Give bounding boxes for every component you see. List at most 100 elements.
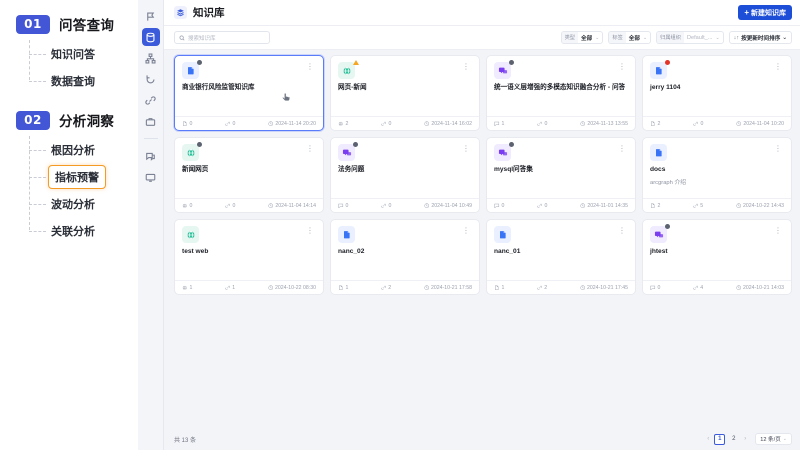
flow-connector — [29, 203, 46, 205]
card-updated-time: 2024-11-01 14:35 — [580, 203, 628, 209]
clock-icon — [735, 285, 741, 290]
flow-item-label: 根因分析 — [51, 144, 95, 157]
chat-icon[interactable] — [142, 147, 160, 165]
qa-icon — [338, 144, 355, 161]
card-doc-count-value: 0 — [657, 284, 661, 291]
card-doc-count: 0 — [338, 203, 348, 209]
page-button-2[interactable]: 2 — [732, 436, 736, 442]
card-doc-count: 0 — [494, 203, 504, 209]
flow-item-label: 波动分析 — [51, 198, 95, 211]
status-badge — [665, 60, 670, 65]
monitor-icon[interactable] — [142, 168, 160, 186]
search-input[interactable]: 搜索知识库 — [174, 31, 270, 44]
flow-spine — [29, 40, 30, 80]
next-page-button[interactable]: › — [744, 436, 747, 442]
card-updated-time: 2024-10-22 14:43 — [735, 203, 784, 209]
flow-item-correlation-analysis[interactable]: 关联分析 — [29, 217, 138, 244]
flow-item-fluctuation-analysis[interactable]: 波动分析 — [29, 190, 138, 217]
card-doc-count: 0 — [650, 285, 660, 291]
filter-organization[interactable]: 归属组织 Default_... ⌄ — [656, 31, 724, 44]
card-doc-count-value: 1 — [345, 284, 349, 291]
step-title: 分析洞察 — [59, 114, 115, 129]
page-size-selector[interactable]: 12 条/页 ⌄ — [755, 433, 792, 445]
card-icon-wrap — [650, 224, 670, 243]
card-updated-time: 2024-10-22 08:30 — [267, 284, 316, 291]
sort-selector[interactable]: ↓↑ 按更新时间排序 ⌄ — [728, 31, 792, 44]
flow-connector — [29, 149, 46, 151]
filter-type[interactable]: 类型 全部 ⌄ — [560, 31, 604, 44]
flag-icon[interactable] — [142, 7, 160, 25]
knowledge-base-icon — [174, 6, 187, 19]
card-icon-wrap — [494, 60, 514, 79]
card-menu-button[interactable]: ⋮ — [462, 226, 470, 235]
card-icon-wrap — [338, 62, 355, 79]
filter-tag-value: 全部 — [628, 35, 640, 42]
card-link-count: 0 — [225, 121, 235, 127]
card-menu-button[interactable]: ⋮ — [618, 62, 626, 71]
card-menu-button[interactable]: ⋮ — [774, 144, 782, 153]
card-title: docs — [650, 166, 666, 173]
card-header: ⋮ — [338, 62, 472, 79]
flow-item-root-cause-analysis[interactable]: 根因分析 — [29, 136, 138, 163]
filter-tag[interactable]: 标签 全部 ⌄ — [608, 31, 652, 44]
page-button-1[interactable]: 1 — [714, 433, 726, 445]
card-menu-button[interactable]: ⋮ — [618, 144, 626, 153]
card-updated-time-value: 2024-10-22 08:30 — [275, 284, 316, 291]
card-menu-button[interactable]: ⋮ — [618, 226, 626, 235]
card-icon-wrap — [182, 142, 202, 161]
card-icon-wrap — [494, 226, 511, 243]
card-link-count: 0 — [381, 203, 391, 209]
card-doc-count-value: 0 — [189, 120, 193, 127]
refresh-icon[interactable] — [142, 70, 160, 88]
card-header: ⋮ — [650, 224, 784, 243]
prev-page-button[interactable]: ‹ — [707, 436, 710, 442]
main-content: 知识库 + 新建知识库 搜索知识库 类型 全部 ⌄ 标签 全部 ⌄ — [164, 0, 800, 450]
card-menu-button[interactable]: ⋮ — [774, 226, 782, 235]
briefcase-icon[interactable] — [142, 112, 160, 130]
card-menu-button[interactable]: ⋮ — [462, 144, 470, 153]
sitemap-icon[interactable] — [142, 49, 160, 67]
card-updated-time: 2024-10-21 17:58 — [423, 285, 472, 291]
sort-label: 按更新时间排序 — [741, 35, 781, 42]
card-header: ⋮ — [182, 226, 316, 243]
card-link-count: 2 — [381, 285, 391, 291]
card-title: nanc_01 — [494, 248, 521, 255]
new-knowledge-base-button[interactable]: + 新建知识库 — [738, 5, 792, 20]
card-menu-button[interactable]: ⋮ — [774, 62, 782, 71]
page-size-label: 12 条/页 — [760, 437, 781, 443]
card-link-count-value: 0 — [232, 202, 236, 209]
clock-icon — [424, 203, 429, 208]
qa-icon — [494, 144, 511, 161]
database-icon[interactable] — [141, 28, 160, 46]
card-menu-button[interactable]: ⋮ — [462, 62, 470, 71]
card-doc-count: 1 — [182, 285, 192, 291]
card-doc-count-value: 2 — [345, 120, 349, 127]
link-icon[interactable] — [142, 91, 160, 109]
page-header: 知识库 + 新建知识库 — [164, 0, 800, 26]
flow-item-data-query[interactable]: 数据查询 — [29, 67, 138, 94]
flow-item-knowledge-qa[interactable]: 知识问答 — [29, 40, 138, 67]
card-menu-button[interactable]: ⋮ — [306, 144, 314, 153]
card-menu-button[interactable]: ⋮ — [306, 62, 314, 71]
status-badge — [665, 224, 670, 229]
card-updated-time-value: 2024-10-21 14:03 — [743, 284, 784, 291]
card-menu-button[interactable]: ⋮ — [306, 226, 314, 235]
card-doc-count-value: 1 — [501, 284, 505, 291]
card-title: jerry 1104 — [650, 84, 681, 91]
flow-item-metric-alert[interactable]: 指标预警 — [29, 163, 138, 190]
